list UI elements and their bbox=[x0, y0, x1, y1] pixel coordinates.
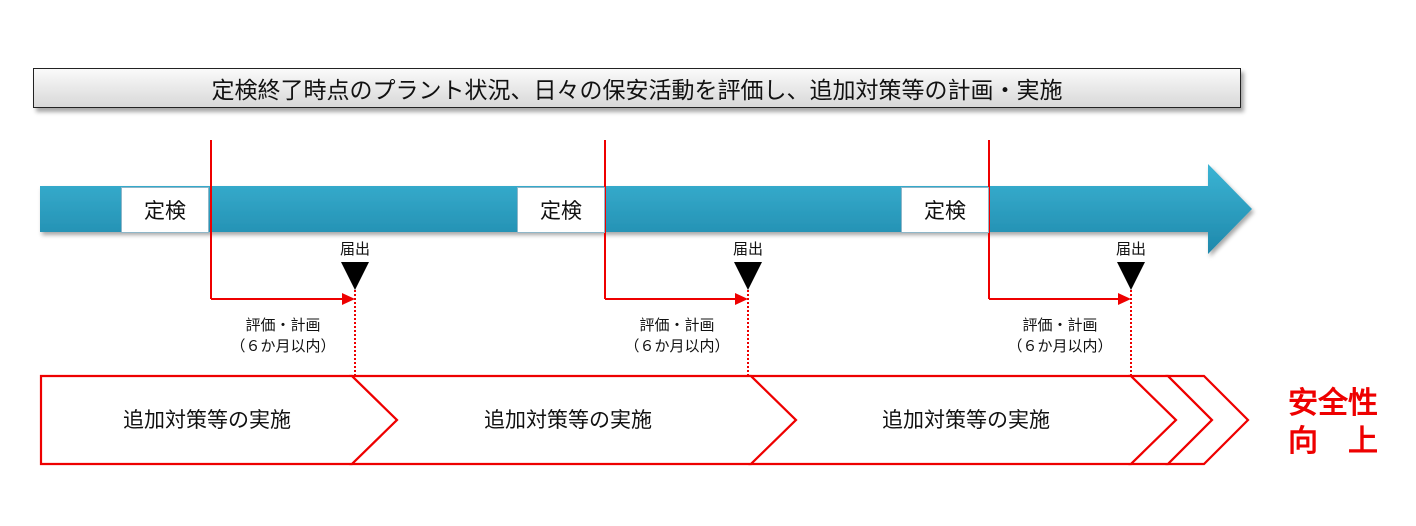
period-text: （６か月以内） bbox=[624, 337, 730, 355]
cycle-3-connectors bbox=[988, 140, 1145, 378]
extra-chevron-2 bbox=[1165, 374, 1250, 466]
notification-marker-icon bbox=[341, 262, 369, 290]
plan-label-1: 評価・計画 （６か月以内） bbox=[230, 315, 335, 357]
plan-label-2: 評価・計画 （６か月以内） bbox=[624, 315, 729, 357]
summary-banner: 定検終了時点のプラント状況、日々の保安活動を評価し、追加対策等の計画・実施 bbox=[33, 68, 1241, 108]
notification-label-2: 届出 bbox=[732, 240, 764, 258]
inspection-label-1: 定検 bbox=[121, 187, 209, 233]
notification-marker-icon bbox=[1117, 262, 1145, 290]
inspection-label-3: 定検 bbox=[901, 187, 989, 233]
inspection-label-2: 定検 bbox=[517, 187, 605, 233]
plan-text: 評価・計画 bbox=[245, 316, 321, 334]
plan-label-3: 評価・計画 （６か月以内） bbox=[1007, 315, 1112, 357]
implementation-chevrons bbox=[39, 374, 1250, 466]
cycle-2-connectors bbox=[604, 140, 762, 378]
safety-line-2: 向 上 bbox=[1288, 424, 1378, 459]
safety-improvement-label: 安全性 向 上 bbox=[1278, 385, 1388, 461]
stage-1-label: 追加対策等の実施 bbox=[123, 408, 291, 432]
notification-label-3: 届出 bbox=[1115, 240, 1147, 258]
safety-line-1: 安全性 bbox=[1288, 386, 1378, 421]
notification-label-1: 届出 bbox=[339, 240, 371, 258]
banner-text: 定検終了時点のプラント状況、日々の保安活動を評価し、追加対策等の計画・実施 bbox=[211, 78, 1063, 104]
stage-3-label: 追加対策等の実施 bbox=[882, 408, 1050, 432]
cycle-1-connectors bbox=[210, 140, 369, 378]
stage-2-label: 追加対策等の実施 bbox=[484, 408, 652, 432]
plan-text: 評価・計画 bbox=[1022, 316, 1098, 334]
inspection-text: 定検 bbox=[540, 199, 582, 223]
notification-marker-icon bbox=[734, 262, 762, 290]
inspection-text: 定検 bbox=[144, 199, 186, 223]
timeline-arrow bbox=[40, 164, 1252, 254]
period-text: （６か月以内） bbox=[1007, 337, 1113, 355]
plan-text: 評価・計画 bbox=[639, 316, 715, 334]
inspection-text: 定検 bbox=[924, 199, 966, 223]
period-text: （６か月以内） bbox=[230, 337, 336, 355]
